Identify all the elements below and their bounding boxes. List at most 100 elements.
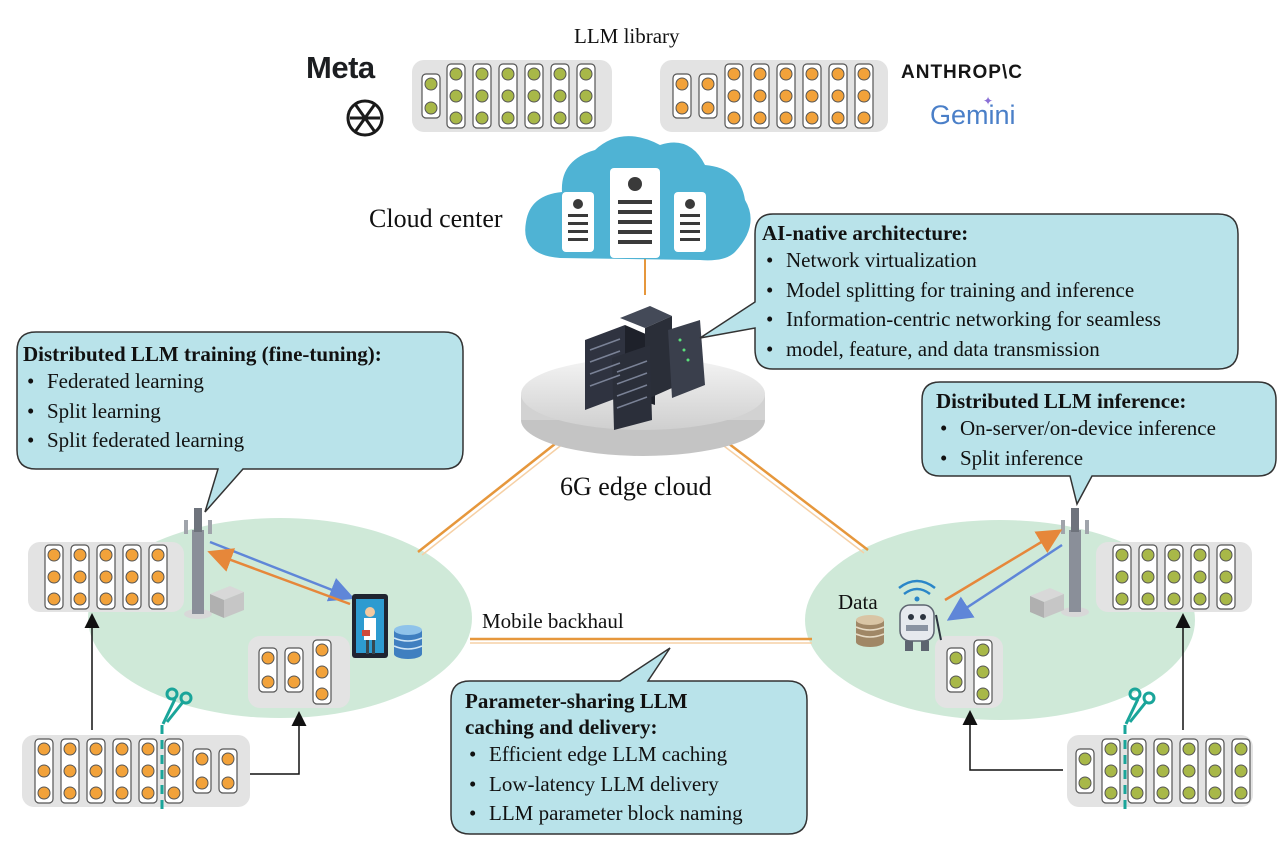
parameter-dot	[675, 101, 689, 115]
uplink-arrow	[944, 529, 1063, 602]
database-icon	[393, 625, 423, 659]
edge-server-platform	[521, 306, 765, 456]
parameter-dot	[1208, 786, 1222, 800]
cell-tower-icon	[184, 508, 212, 619]
parameter-dot	[449, 89, 463, 103]
parameter-dot	[553, 89, 567, 103]
parameter-dot	[831, 111, 845, 125]
callout-title: Parameter-sharing LLM	[465, 689, 688, 713]
parameter-dot	[1078, 776, 1092, 790]
parameter-dot	[141, 742, 155, 756]
parameter-dot	[115, 742, 129, 756]
parameter-dot	[675, 77, 689, 91]
parameter-dot	[1141, 592, 1155, 606]
list-item: Information-centric networking for seaml…	[762, 305, 1161, 335]
parameter-dot	[1182, 786, 1196, 800]
parameter-dot	[63, 764, 77, 778]
parameter-dot	[779, 111, 793, 125]
parameter-dot	[99, 570, 113, 584]
parameter-dot	[527, 89, 541, 103]
parameter-dot	[857, 67, 871, 81]
llm-library-label: LLM library	[574, 24, 680, 48]
parameter-dot	[47, 592, 61, 606]
server-rack-icon	[1030, 588, 1064, 618]
list-item: Split inference	[936, 444, 1216, 474]
callout-title: AI-native architecture:	[762, 221, 969, 245]
block-background	[22, 735, 250, 807]
parameter-dot	[125, 570, 139, 584]
left-cached-model-block	[28, 542, 184, 612]
parameter-dot	[727, 89, 741, 103]
doctor-device-icon	[352, 594, 388, 658]
callout-training: Distributed LLM training (fine-tuning): …	[23, 341, 382, 456]
parameter-dot	[501, 67, 515, 81]
parameter-dot	[315, 665, 329, 679]
parameter-dot	[1234, 786, 1248, 800]
parameter-dot	[195, 776, 209, 790]
callout-caching: Parameter-sharing LLM caching and delive…	[465, 688, 743, 829]
list-item: Network virtualization	[762, 246, 1161, 276]
parameter-dot	[1193, 570, 1207, 584]
parameter-dot	[501, 89, 515, 103]
parameter-dot	[151, 570, 165, 584]
backhaul-links	[417, 258, 869, 644]
parameter-dot	[287, 675, 301, 689]
parameter-dot	[1104, 742, 1118, 756]
parameter-dot	[475, 67, 489, 81]
parameter-dot	[949, 675, 963, 689]
parameter-dot	[1208, 742, 1222, 756]
block-background	[935, 636, 1003, 708]
parameter-dot	[315, 687, 329, 701]
scissors-icon	[1124, 687, 1156, 725]
parameter-dot	[805, 111, 819, 125]
parameter-dot	[47, 570, 61, 584]
anthropic-logo: ANTHROP\C	[901, 62, 1023, 83]
parameter-dot	[579, 89, 593, 103]
parameter-dot	[701, 77, 715, 91]
parameter-dot	[167, 764, 181, 778]
parameter-dot	[151, 548, 165, 562]
parameter-dot	[1130, 786, 1144, 800]
parameter-dot	[221, 776, 235, 790]
parameter-dot	[1156, 764, 1170, 778]
parameter-dot	[857, 111, 871, 125]
parameter-dot	[753, 89, 767, 103]
parameter-dot	[115, 764, 129, 778]
parameter-dot	[727, 67, 741, 81]
parameter-dot	[1193, 548, 1207, 562]
cloud-center-label: Cloud center	[369, 204, 503, 233]
data-label: Data	[838, 590, 878, 614]
parameter-dot	[553, 67, 567, 81]
parameter-dot	[579, 67, 593, 81]
parameter-dot	[1104, 786, 1118, 800]
callout-title: caching and delivery:	[465, 715, 658, 739]
parameter-dot	[287, 651, 301, 665]
server-rack-icon	[585, 306, 705, 430]
gemini-logo: Gemini	[930, 100, 1016, 130]
parameter-dot	[47, 548, 61, 562]
block-background	[660, 60, 888, 132]
parameter-dot	[1156, 786, 1170, 800]
parameter-dot	[1130, 742, 1144, 756]
parameter-dot	[701, 101, 715, 115]
list-item: On-server/on-device inference	[936, 414, 1216, 444]
list-item: Efficient edge LLM caching	[465, 740, 743, 770]
uplink-arrow	[207, 548, 351, 606]
parameter-dot	[141, 786, 155, 800]
parameter-dot	[805, 67, 819, 81]
sparkle-icon: ✦	[983, 94, 994, 108]
parameter-dot	[976, 643, 990, 657]
list-item: LLM parameter block naming	[465, 799, 743, 829]
parameter-dot	[857, 89, 871, 103]
llm-library-block-anthropic	[660, 60, 888, 132]
parameter-dot	[1193, 592, 1207, 606]
parameter-dot	[151, 592, 165, 606]
meta-logo: Meta	[306, 50, 375, 85]
right-full-model-block	[1067, 735, 1253, 807]
flow-arrows	[84, 613, 1191, 775]
parameter-dot	[125, 592, 139, 606]
parameter-dot	[831, 89, 845, 103]
parameter-dot	[73, 548, 87, 562]
parameter-dot	[1078, 752, 1092, 766]
parameter-dot	[167, 786, 181, 800]
